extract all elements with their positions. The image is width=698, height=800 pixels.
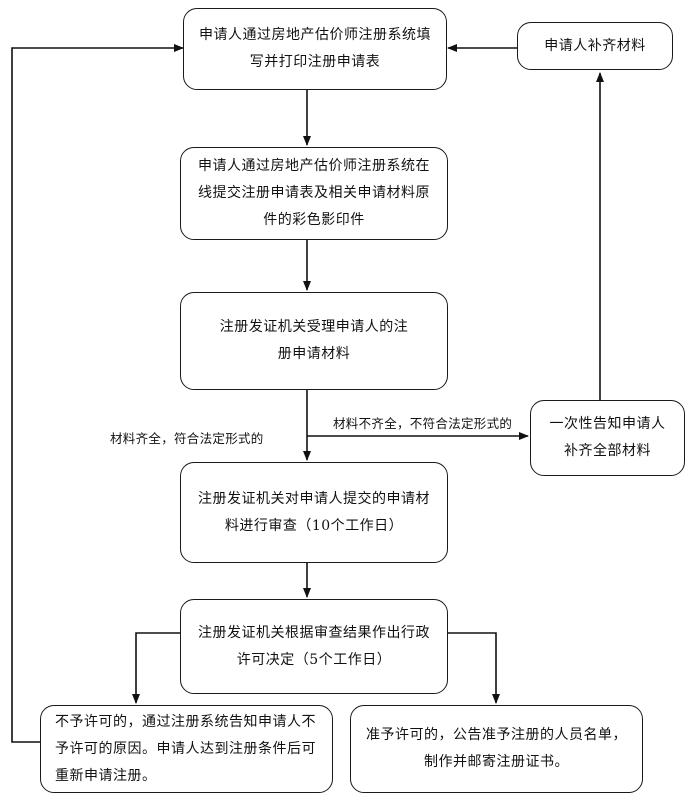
edge-label-incomplete: 材料不齐全，不符合法定形式的 bbox=[333, 416, 513, 431]
node-accept: 注册发证机关受理申请人的注册申请材料 bbox=[180, 292, 448, 390]
node-approve: 准予许可的，公告准予注册的人员名单，制作并邮寄注册证书。 bbox=[350, 705, 643, 793]
arrow-deny-loop-back bbox=[11, 44, 184, 743]
node-accept-text: 注册发证机关受理申请人的注册申请材料 bbox=[219, 319, 409, 362]
node-supplement: 申请人补齐材料 bbox=[517, 22, 673, 70]
node-fill-form: 申请人通过房地产估价师注册系统填写并打印注册申请表 bbox=[183, 8, 447, 90]
node-deny: 不予许可的，通过注册系统告知申请人不予许可的原因。申请人达到注册条件后可重新申请… bbox=[40, 705, 333, 793]
node-notify-supplement-text: 一次性告知申请人补齐全部材料 bbox=[549, 416, 666, 459]
arrow-decision-to-approve bbox=[447, 632, 500, 704]
node-decision: 注册发证机关根据审查结果作出行政许可决定（5个工作日） bbox=[180, 599, 448, 694]
arrow-decision-to-deny bbox=[132, 632, 180, 704]
node-review-text: 注册发证机关对申请人提交的申请材料进行审查（10个工作日） bbox=[198, 490, 430, 534]
node-approve-text: 准予许可的，公告准予注册的人员名单，制作并邮寄注册证书。 bbox=[366, 727, 627, 770]
node-submit-online-text: 申请人通过房地产估价师注册系统在线提交注册申请表及相关申请材料原件的彩色影印件 bbox=[198, 158, 430, 228]
node-decision-text: 注册发证机关根据审查结果作出行政许可决定（5个工作日） bbox=[198, 624, 430, 668]
node-deny-text: 不予许可的，通过注册系统告知申请人不予许可的原因。申请人达到注册条件后可重新申请… bbox=[55, 713, 316, 784]
node-notify-supplement: 一次性告知申请人补齐全部材料 bbox=[530, 400, 685, 476]
node-review: 注册发证机关对申请人提交的申请材料进行审查（10个工作日） bbox=[180, 462, 448, 563]
edge-label-complete: 材料齐全，符合法定形式的 bbox=[110, 431, 264, 446]
node-submit-online: 申请人通过房地产估价师注册系统在线提交注册申请表及相关申请材料原件的彩色影印件 bbox=[180, 147, 448, 240]
node-supplement-text: 申请人补齐材料 bbox=[544, 37, 646, 54]
node-fill-form-text: 申请人通过房地产估价师注册系统填写并打印注册申请表 bbox=[199, 27, 431, 70]
